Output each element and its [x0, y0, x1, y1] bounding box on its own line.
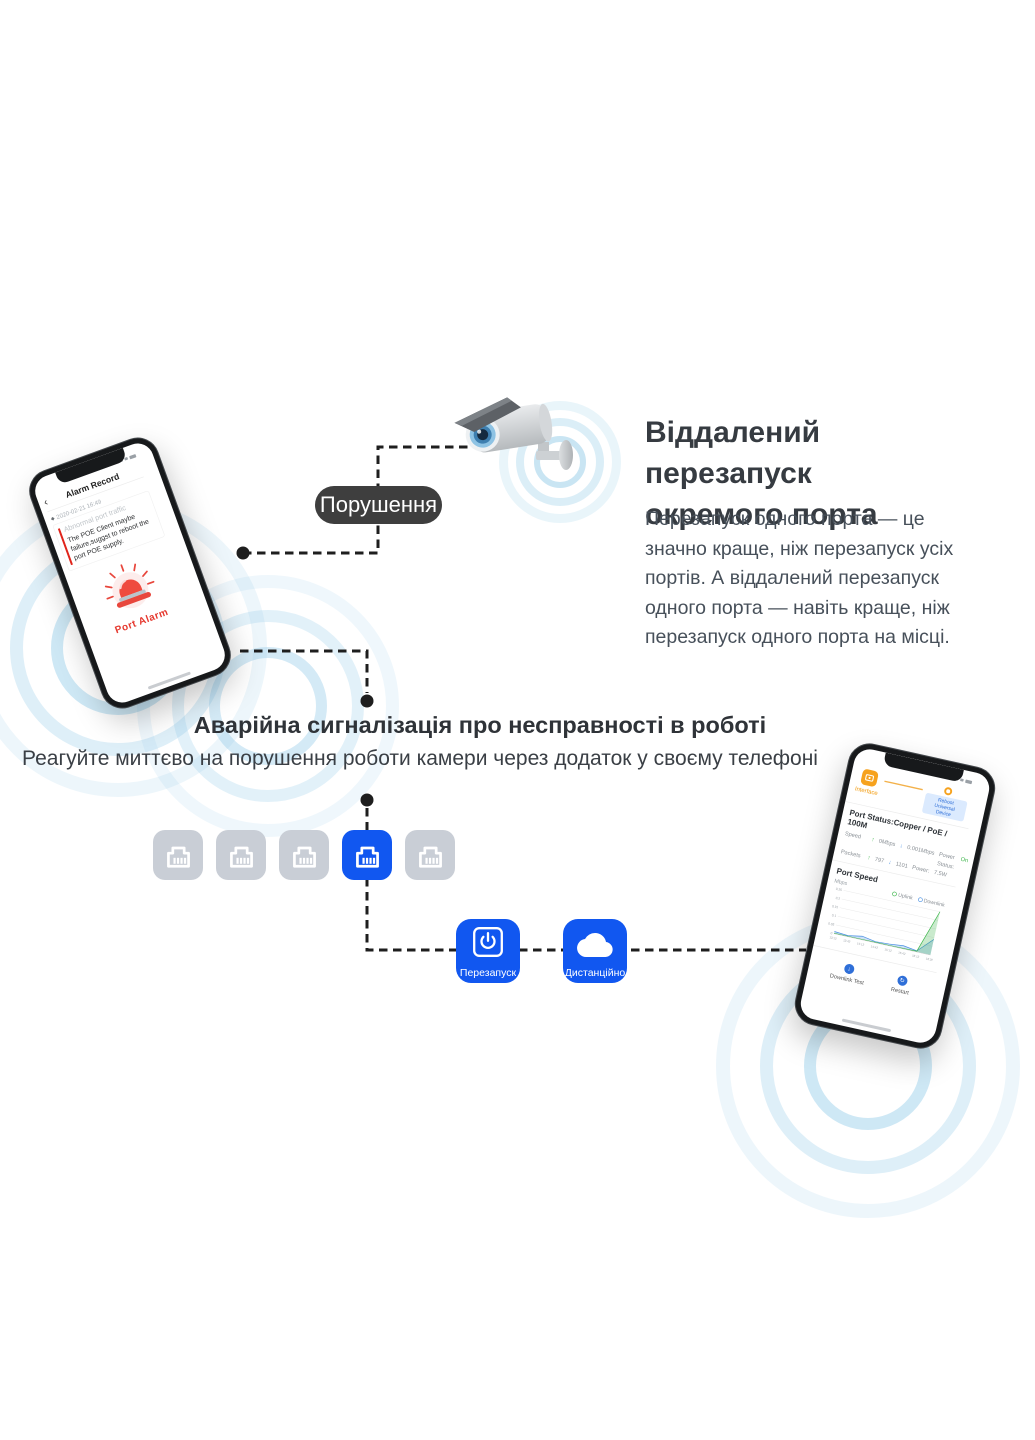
title-line-1: Віддалений перезапуск	[645, 416, 821, 490]
downlink-test-button[interactable]: ↓ Downlink Test	[825, 959, 871, 988]
svg-text:15:12: 15:12	[884, 947, 892, 953]
svg-text:0.15: 0.15	[832, 904, 839, 909]
remote-badge: Reboot Universal Device	[921, 792, 968, 822]
svg-text:0.25: 0.25	[835, 887, 842, 892]
port-icon-1[interactable]	[153, 830, 203, 880]
power-icon	[473, 927, 503, 957]
device-column: Interface	[854, 768, 882, 797]
svg-text:13:12: 13:12	[829, 935, 837, 941]
device-label: Interface	[854, 785, 879, 797]
svg-text:16:12: 16:12	[912, 953, 920, 959]
ethernet-ports-row	[153, 830, 455, 880]
down-arrow-icon: ↓	[899, 841, 904, 850]
wifi-icon	[960, 778, 964, 782]
device-icon	[859, 768, 879, 788]
siren-illustration	[72, 544, 188, 632]
bullet-icon	[50, 516, 55, 521]
up-arrow-icon: ↑	[870, 835, 876, 843]
device-link-card: Interface Reboot Universal Device	[853, 768, 970, 822]
svg-text:0.05: 0.05	[828, 921, 835, 926]
home-indicator	[841, 1018, 891, 1033]
page-title: Віддалений перезапуск окремого порта	[645, 412, 990, 535]
stat-tail-value: On	[960, 855, 969, 864]
stat-down-value: 1101	[895, 860, 909, 870]
battery-icon	[965, 779, 973, 784]
port-icon-3[interactable]	[279, 830, 329, 880]
down-arrow-icon: ↓	[887, 858, 893, 866]
home-indicator	[147, 671, 191, 690]
port-icon-4[interactable]	[342, 830, 392, 880]
body-paragraph: Перезапуск одного порта — це значно кращ…	[645, 508, 954, 648]
up-arrow-icon: ↑	[866, 853, 872, 861]
connector-dot	[360, 694, 374, 708]
battery-icon	[128, 453, 137, 460]
connector-dot	[236, 546, 250, 560]
cloud-icon	[577, 933, 613, 957]
status-phone: Interface Reboot Universal Device Port S…	[790, 739, 1000, 1053]
svg-text:14:12: 14:12	[857, 941, 865, 947]
stat-tail-value: 7.5W	[933, 868, 948, 878]
remote-column: Reboot Universal Device	[921, 783, 970, 822]
port-speed-chart: 0 0.05 0.1 0.15 0.2 0.25 13:12 13:42 14:12 14:42 1…	[828, 887, 941, 963]
stat-up-value: 0Mbps	[878, 837, 897, 848]
port-icon-5[interactable]	[405, 830, 455, 880]
action-label: Дистанційно	[564, 967, 626, 979]
action-label: Перезапуск	[459, 967, 517, 979]
stat-up-value: 797	[874, 855, 885, 864]
app-buttons-row: ↓ Downlink Test ↻ Restart	[813, 956, 928, 1000]
stat-label: Speed	[844, 829, 862, 840]
svg-text:15:42: 15:42	[898, 950, 906, 956]
port-icon-2[interactable]	[216, 830, 266, 880]
svg-text:14:42: 14:42	[870, 944, 878, 950]
alarm-phone-screen: ‹ Alarm Record 2020-02-21 16:49 Abnormal…	[30, 439, 230, 707]
svg-text:16:26: 16:26	[925, 957, 933, 963]
alarm-section-subheading: Реагуйте миттєво на порушення роботи кам…	[22, 747, 818, 770]
remote-node-icon	[943, 786, 953, 797]
restart-icon: ↻	[896, 974, 909, 987]
svg-text:0: 0	[830, 931, 833, 935]
remote-action-button[interactable]: Дистанційно	[563, 919, 627, 983]
title-line-2: окремого порта	[645, 498, 878, 531]
violation-pill-label: Порушення	[319, 492, 438, 517]
cctv-camera-icon	[454, 397, 573, 470]
alarm-phone: ‹ Alarm Record 2020-02-21 16:49 Abnormal…	[23, 431, 237, 715]
status-phone-screen: Interface Reboot Universal Device Port S…	[797, 746, 993, 1046]
alarm-section-heading: Аварійна сигналізація про несправності в…	[193, 712, 767, 738]
restart-action-button[interactable]: Перезапуск	[456, 919, 520, 983]
link-line	[884, 780, 923, 791]
wifi-icon	[124, 456, 129, 461]
download-icon: ↓	[843, 962, 856, 975]
alarm-siren-icon	[104, 563, 155, 609]
ripple	[499, 401, 621, 523]
violation-pill: Порушення	[315, 486, 442, 524]
svg-text:0.2: 0.2	[835, 896, 840, 901]
restart-button[interactable]: ↻ Restart	[886, 972, 916, 997]
connector-dot	[360, 793, 374, 807]
downlink-test-label: Downlink Test	[829, 971, 865, 986]
svg-text:13:42: 13:42	[843, 938, 851, 944]
svg-text:0.1: 0.1	[831, 913, 836, 918]
restart-label: Restart	[890, 985, 910, 996]
